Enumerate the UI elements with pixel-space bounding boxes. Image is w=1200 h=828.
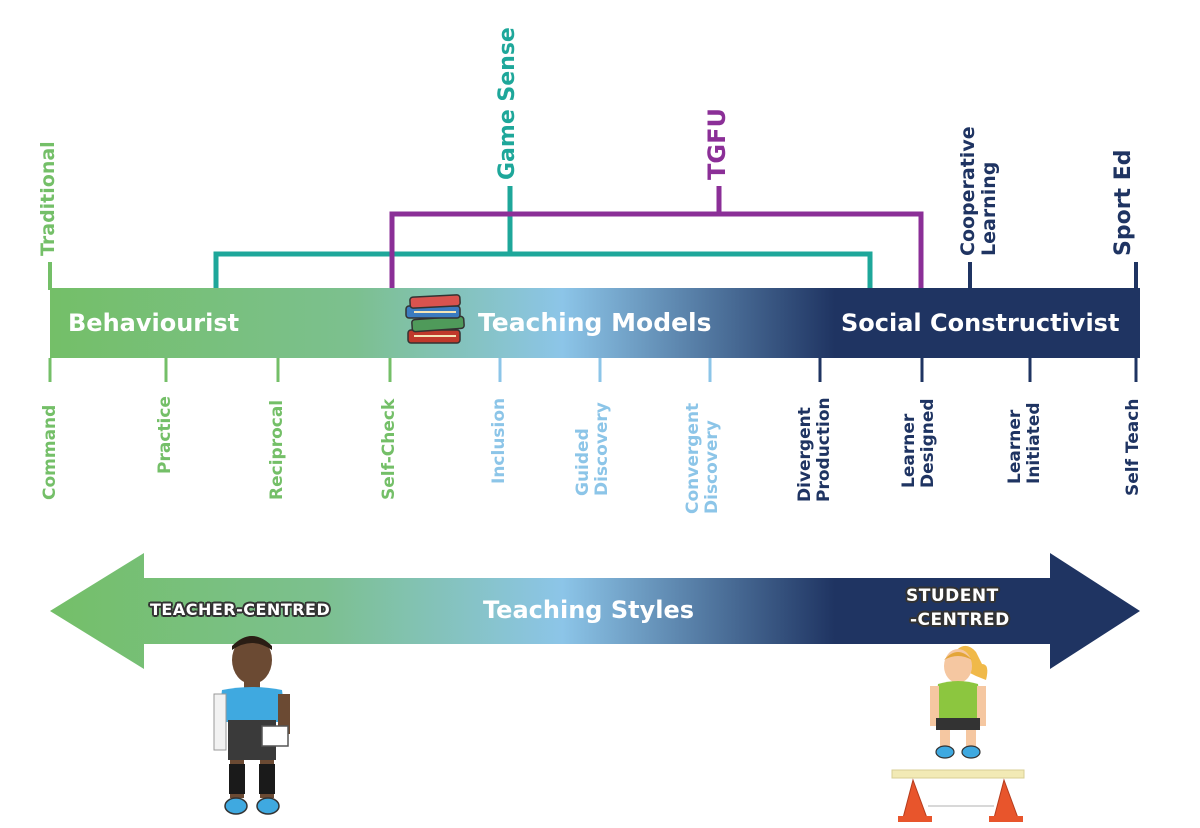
style-command: Command [40,404,60,500]
style-inclusion: Inclusion [489,397,509,484]
teacher-centred-label: TEACHER-CENTRED [150,600,331,619]
teaching-models-label: Teaching Models [478,308,712,337]
label-game-sense: Game Sense [495,27,520,180]
tgfu-bracket [389,186,924,290]
style-self-teach: Self Teach [1123,398,1143,496]
label-cooperative-learning: Cooperative Learning [957,126,1001,256]
style-practice: Practice [155,396,175,474]
style-convergent-discovery: Convergent Discovery [683,402,723,514]
style-ticks [48,358,1138,382]
behaviourist-label: Behaviourist [68,309,240,337]
teaching-styles-label: Teaching Styles [483,596,695,624]
books-icon [405,294,465,344]
student-figure [930,645,988,759]
label-traditional: Traditional [37,141,59,256]
label-sport-ed: Sport Ed [1111,149,1136,256]
label-tgfu: TGFU [703,108,731,180]
cone-left [902,778,928,819]
student-centred-label-line1: STUDENT [906,586,999,606]
bench [891,769,1025,822]
teaching-models-bar [50,288,1140,358]
style-self-check: Self-Check [379,398,399,500]
style-guided-discovery: Guided Discovery [573,402,613,496]
style-learner-initiated: Learner Initiated [1005,402,1045,484]
style-divergent-production: Divergent Production [795,397,835,502]
cone-right [993,778,1019,819]
student-centred-label-line2: -CENTRED [910,610,1010,630]
style-reciprocal: Reciprocal [267,399,287,500]
teacher-figure [213,636,290,815]
social-constructivist-label: Social Constructivist [841,309,1120,337]
game-sense-bracket [213,186,873,290]
style-learner-designed: Learner Designed [899,398,939,488]
teaching-styles-arrow [50,553,1140,669]
